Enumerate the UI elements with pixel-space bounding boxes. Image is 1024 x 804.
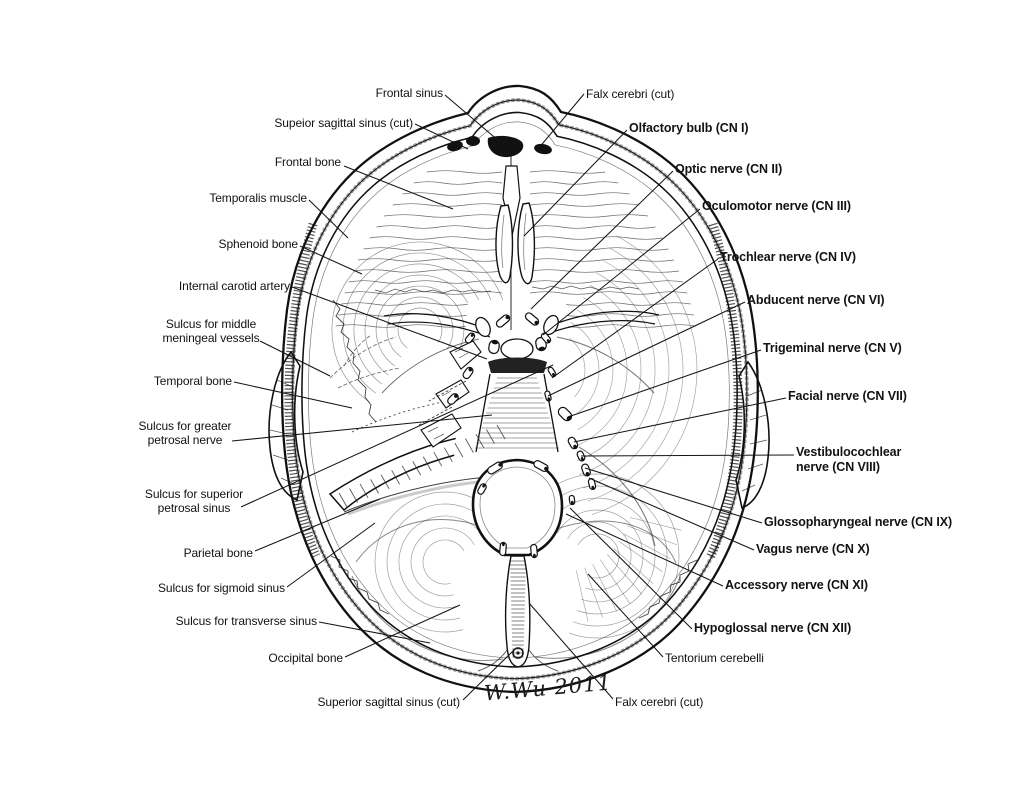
label-occipital-bone: Occipital bone: [268, 651, 343, 665]
label-accessory-nerve: Accessory nerve (CN XI): [725, 578, 868, 592]
leader-frontal-sinus: [444, 94, 501, 143]
leader-superior-sagittal-top: [414, 123, 469, 150]
label-olfactory-bulb: Olfactory bulb (CN I): [629, 121, 749, 135]
label-sulcus-middle-meningeal: Sulcus for middle meningeal vessels: [162, 317, 260, 346]
label-abducent-nerve: Abducent nerve (CN VI): [747, 293, 885, 307]
leader-superior-sagittal-bottom: [462, 649, 515, 701]
leader-temporalis-muscle: [308, 199, 349, 239]
label-sulcus-superior-petrosal: Sulcus for superior petrosal sinus: [144, 487, 244, 516]
sella-turcica: [500, 338, 534, 360]
frontal-sinus-opening: [447, 140, 463, 152]
leader-vestibulocochlear: [580, 454, 795, 457]
leader-superior-petrosal: [240, 364, 554, 508]
label-temporal-bone: Temporal bone: [153, 374, 232, 388]
sutures-and-grooves: [329, 285, 698, 662]
olfactory-tract-right: [517, 202, 536, 285]
label-parietal-bone: Parietal bone: [183, 546, 254, 560]
label-frontal-bone: Frontal bone: [274, 155, 341, 169]
leader-internal-carotid: [291, 286, 488, 360]
dura-flap: [420, 340, 482, 448]
dorsum-sellae: [488, 357, 547, 373]
leader-lines: [231, 93, 795, 701]
leader-accessory: [565, 513, 724, 587]
label-oculomotor-nerve: Oculomotor nerve (CN III): [702, 199, 851, 213]
leader-glossopharyngeal: [584, 467, 763, 524]
cranial-rim: [280, 84, 759, 694]
label-trochlear-nerve: Trochlear nerve (CN IV): [720, 250, 856, 264]
label-falx-cerebri-bottom: Falx cerebri (cut): [615, 695, 704, 709]
label-falx-cerebri-top: Falx cerebri (cut): [586, 87, 675, 101]
leader-falx-cerebri-bottom: [528, 602, 614, 700]
leader-trigeminal: [567, 349, 762, 418]
label-tentorium-cerebelli: Tentorium cerebelli: [665, 651, 764, 665]
leader-tentorium: [587, 573, 664, 658]
leader-optic: [530, 170, 674, 310]
olfactory-tract-left: [495, 204, 514, 284]
label-superior-sagittal-sinus-top: Supeior sagittal sinus (cut): [274, 116, 413, 130]
leader-facial: [573, 397, 787, 443]
leader-parietal-bone: [254, 498, 381, 552]
label-glossopharyngeal-nerve: Glossopharyngeal nerve (CN IX): [764, 515, 953, 529]
leader-sphenoid-bone: [299, 245, 363, 275]
label-temporalis-muscle: Temporalis muscle: [209, 191, 307, 205]
tentorium-edge: [565, 439, 656, 547]
label-sulcus-sigmoid-sinus: Sulcus for sigmoid sinus: [158, 581, 285, 595]
label-superior-sagittal-sinus-bottom: Superior sagittal sinus (cut): [317, 695, 461, 709]
leader-trochlear: [551, 258, 719, 379]
leader-occipital-bone: [344, 604, 461, 658]
leader-transverse-sinus: [318, 621, 431, 644]
anterior-clinoid-left: [475, 316, 491, 338]
label-vestibulocochlear-nerve: Vestibulocochlear nerve (CN VIII): [796, 445, 902, 474]
leader-abducent: [547, 301, 746, 397]
label-facial-nerve: Facial nerve (CN VII): [788, 389, 907, 403]
label-frontal-sinus: Frontal sinus: [375, 86, 444, 100]
coronal-suture: [332, 299, 377, 423]
temporalis-band-right: [705, 222, 743, 560]
label-sulcus-transverse-sinus: Sulcus for transverse sinus: [175, 614, 317, 628]
lambdoid-suture-left: [330, 555, 390, 615]
label-internal-carotid-artery: Internal carotid artery: [178, 279, 290, 293]
label-sulcus-greater-petrosal: Sulcus for greater petrosal nerve: [138, 419, 232, 448]
leader-vagus: [588, 477, 755, 551]
leader-greater-petrosal: [231, 414, 493, 442]
label-sphenoid-bone: Sphenoid bone: [218, 237, 299, 251]
label-optic-nerve: Optic nerve (CN II): [675, 162, 783, 176]
label-vagus-nerve: Vagus nerve (CN X): [756, 542, 870, 556]
nerve-stumps: [338, 312, 597, 658]
leader-olfactory: [523, 129, 628, 237]
cerebellar-fossa-right: [535, 520, 681, 659]
lateral-flanges: [268, 350, 770, 510]
leader-middle-meningeal: [259, 340, 331, 377]
crista-galli: [502, 165, 521, 237]
anterior-midline: [447, 135, 552, 285]
leader-temporal-bone: [233, 381, 353, 409]
leader-falx-cerebri-top: [537, 93, 585, 150]
middle-meningeal-grooves: [329, 334, 401, 389]
foramen-magnum: [471, 458, 564, 672]
label-trigeminal-nerve: Trigeminal nerve (CN V): [763, 341, 902, 355]
leader-oculomotor: [542, 208, 701, 336]
label-hypoglossal-nerve: Hypoglossal nerve (CN XII): [694, 621, 852, 635]
leader-frontal-bone: [343, 165, 454, 210]
leader-hypoglossal: [569, 507, 693, 630]
leader-sigmoid-sinus: [286, 522, 376, 588]
sphenofrontal-ridge: [374, 285, 640, 294]
falx-cerebelli-crest: [504, 555, 531, 668]
cerebellar-fossa-left: [351, 519, 504, 662]
